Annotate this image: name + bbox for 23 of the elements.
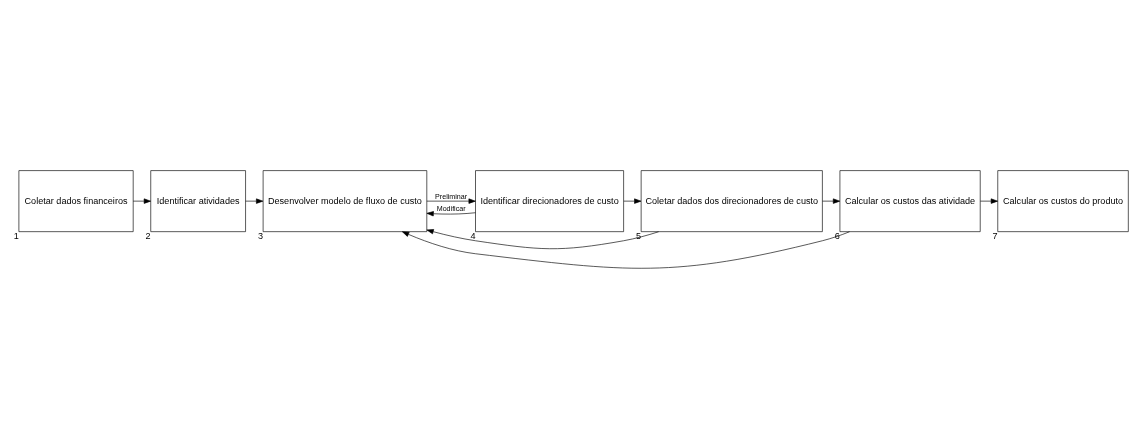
node-label: 1 (13, 230, 19, 241)
arrow (132, 198, 151, 204)
node-label: 3 (257, 230, 264, 241)
node-label: 2 (145, 230, 151, 241)
node-label: 5 (636, 230, 642, 241)
arrow (623, 198, 642, 204)
arrow (426, 229, 659, 250)
arrow (426, 198, 476, 204)
arrow (245, 198, 264, 204)
node-box: Desenvolver modelo de fluxo de custo (262, 170, 428, 232)
node-label: 4 (470, 230, 476, 241)
arrow (822, 198, 841, 204)
arrow (426, 211, 476, 217)
node-box: Coletar dados financeiros (18, 170, 134, 232)
node-box: Coletar dados dos direcionadores de custo (640, 170, 823, 232)
node-box: Calcular os custos do produto (997, 170, 1129, 232)
node-box: Calcular os custos das atividade (839, 170, 981, 232)
arrow (980, 198, 998, 204)
node-box: Identificar atividades (150, 170, 246, 232)
node-label: 6 (834, 230, 840, 241)
node-label: 7 (992, 230, 998, 241)
arrow (402, 231, 850, 269)
node-box: Identificar direcionadores de custo (475, 170, 624, 232)
